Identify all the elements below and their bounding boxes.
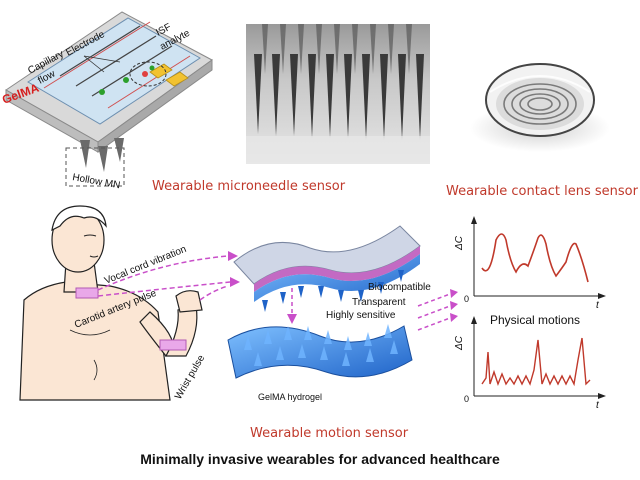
- highly-sensitive-label: Highly sensitive: [326, 310, 396, 321]
- footer-title: Minimally invasive wearables for advance…: [140, 451, 500, 467]
- bottom-plot-x-label: t: [596, 400, 600, 411]
- microneedle-caption: Wearable microneedle sensor: [152, 179, 346, 194]
- wrist-sensor-patch: [159, 339, 187, 351]
- vocal-arrow: [97, 255, 229, 291]
- contact-lens-caption: Wearable contact lens sensor: [446, 184, 638, 199]
- fist-arrow: [199, 285, 229, 301]
- top-plot-origin: 0: [464, 294, 469, 304]
- transparent-label: Transparent: [352, 297, 406, 308]
- top-plot-y-label: ΔC: [454, 235, 465, 251]
- neck-sensor-patch: [75, 287, 99, 299]
- microneedle-array-photo: [246, 24, 430, 164]
- top-plot-x-label: t: [596, 300, 600, 311]
- bottom-plot-origin: 0: [464, 394, 469, 404]
- top-signal-trace: [481, 233, 589, 283]
- bottom-signal-trace: [481, 337, 591, 387]
- physical-motions-label: Physical motions: [490, 313, 580, 327]
- motion-caption: Wearable motion sensor: [250, 426, 409, 441]
- biocompatible-label: Biocompatible: [368, 282, 431, 293]
- bottom-plot-y-label: ΔC: [454, 335, 465, 351]
- gelma-hydrogel-label: GelMA hydrogel: [258, 392, 322, 402]
